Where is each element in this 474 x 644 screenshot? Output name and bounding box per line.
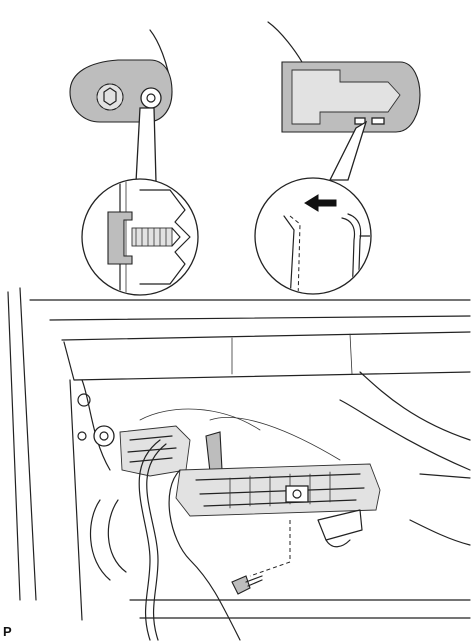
magnified-claw-detail [254,177,372,295]
callout-pointer-right [328,120,368,181]
direction-arrow-icon [304,194,337,212]
screw-icon [231,575,251,595]
figure-corner-label: P [3,624,12,639]
trim-piece-right [267,21,421,133]
callout-pointer-left [135,107,157,183]
claw-icon-2 [371,117,385,125]
door-handle-assembly [93,408,381,641]
trim-piece-left [69,29,173,123]
claw-icon [354,117,366,125]
clip-icon [140,87,162,109]
door-panel [7,287,471,621]
clip-icon-lower [93,425,115,447]
screw-hole [77,393,91,407]
screw-assembly [231,520,291,595]
magnified-clip-detail [81,178,199,296]
